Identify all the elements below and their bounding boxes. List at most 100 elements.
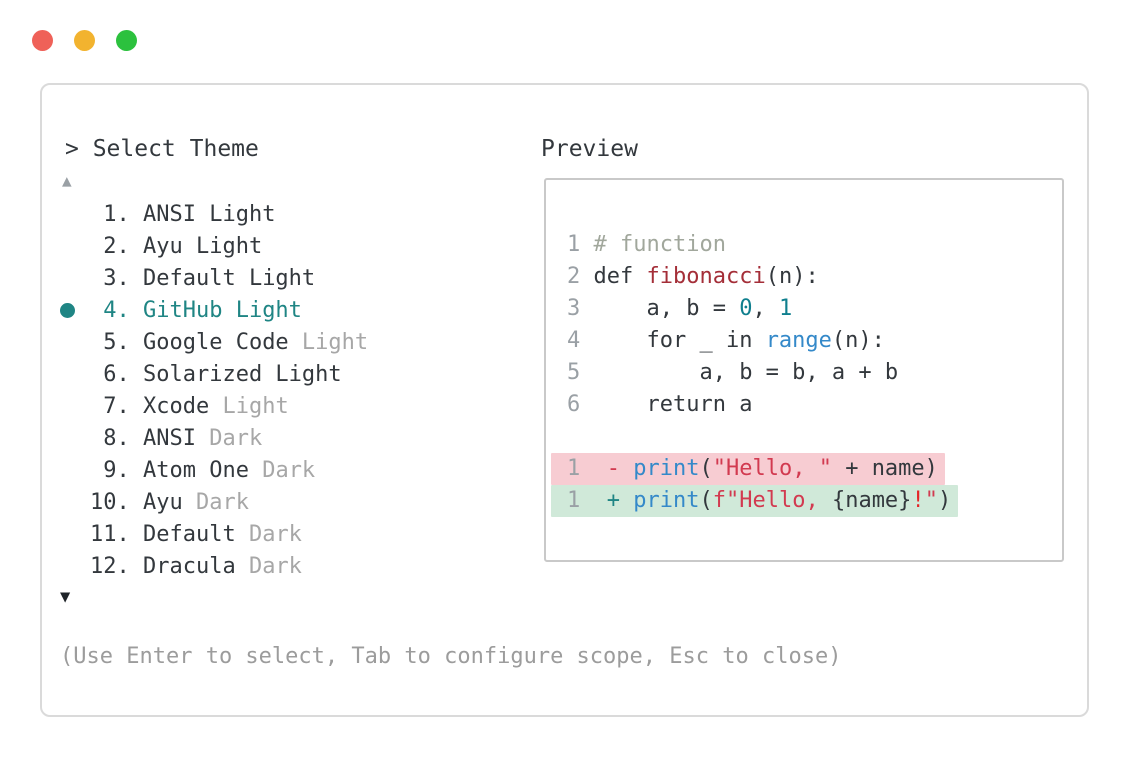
code-line-6: 6 return a [567, 389, 1062, 421]
theme-item-github-light[interactable]: 4. GitHub Light [60, 294, 368, 326]
bullet-cell [60, 390, 90, 422]
theme-item-number: 8. [90, 425, 143, 451]
diff-removed-highlight: 1 - print("Hello, " + name) [551, 453, 945, 485]
code-token-str: "Hello, " [712, 456, 832, 481]
diff-added-highlight: 1 + print(f"Hello, {name}!") [551, 485, 959, 517]
code-token-txt: + name) [831, 456, 938, 481]
code-token-fn: fibonacci [646, 264, 766, 289]
scroll-down-icon[interactable]: ▼ [60, 587, 71, 607]
code-token-plus: + [593, 488, 634, 513]
theme-item-variant-label: Dark [195, 425, 263, 451]
theme-item-default-light[interactable]: 3. Default Light [60, 262, 368, 294]
zoom-button[interactable] [116, 30, 137, 51]
code-token-txt: (n): [765, 264, 819, 289]
theme-item-variant-label: Dark [248, 457, 316, 483]
theme-item-ayu-light[interactable]: 2. Ayu Light [60, 230, 368, 262]
theme-picker-panel: > Select Theme Preview ▲ 1. ANSI Light 2… [40, 83, 1089, 717]
code-token-txt: ( [699, 456, 713, 481]
code-token-txt: , [752, 296, 779, 321]
select-theme-prompt: > Select Theme [65, 136, 259, 162]
theme-item-number: 6. [90, 361, 143, 387]
code-token-txt: for _ in [593, 328, 766, 353]
code-token-str: f"Hello, [712, 488, 832, 513]
theme-item-number: 7. [90, 393, 143, 419]
bullet-cell [60, 550, 90, 582]
code-token-txt: ( [699, 488, 713, 513]
code-token-txt: a, b = [593, 296, 740, 321]
theme-item-dracula[interactable]: 12. Dracula Dark [60, 550, 368, 582]
code-token-txt: {name} [831, 488, 912, 513]
code-token-txt: return a [593, 392, 753, 417]
theme-item-number: 4. [90, 297, 143, 323]
minimize-button[interactable] [74, 30, 95, 51]
bullet-cell [60, 326, 90, 358]
theme-item-number: 11. [90, 521, 143, 547]
bullet-cell [60, 230, 90, 262]
theme-item-number: 1. [90, 201, 143, 227]
bullet-cell [60, 486, 90, 518]
theme-item-default[interactable]: 11. Default Dark [60, 518, 368, 550]
line-number: 4 [567, 328, 594, 353]
code-line-5: 5 a, b = b, a + b [567, 357, 1062, 389]
theme-item-label: Default [142, 521, 236, 547]
theme-item-variant-label: Light [209, 393, 289, 419]
window-traffic-lights [32, 30, 137, 51]
diff-added-line: 1 + print(f"Hello, {name}!") [551, 485, 1062, 517]
line-number: 6 [567, 392, 594, 417]
code-token-num: 0 [739, 296, 753, 321]
diff-removed-line: 1 - print("Hello, " + name) [551, 453, 1062, 485]
line-number: 2 [567, 264, 594, 289]
code-token-txt: a, b = b, a + b [593, 360, 899, 385]
preview-title: Preview [541, 136, 638, 162]
theme-item-label: ANSI Light [142, 201, 276, 227]
theme-item-ansi-light[interactable]: 1. ANSI Light [60, 198, 368, 230]
theme-item-number: 9. [90, 457, 143, 483]
code-token-blue: print [633, 456, 700, 481]
theme-item-number: 5. [90, 329, 143, 355]
theme-item-label: ANSI [142, 425, 196, 451]
theme-item-label: Google Code [142, 329, 289, 355]
theme-item-number: 12. [90, 553, 143, 579]
theme-item-variant-label: Dark [182, 489, 249, 515]
bullet-cell [60, 198, 90, 230]
code-token-str: " [924, 488, 938, 513]
theme-item-variant-label: Light [288, 329, 369, 355]
theme-item-atom-one[interactable]: 9. Atom One Dark [60, 454, 368, 486]
bullet-cell [60, 262, 90, 294]
line-number: 5 [567, 360, 594, 385]
theme-item-variant-label: Dark [235, 521, 302, 547]
code-token-txt: (n): [831, 328, 885, 353]
code-token-blue: range [765, 328, 832, 353]
bullet-cell [60, 294, 90, 326]
code-line-4: 4 for _ in range(n): [567, 325, 1062, 357]
theme-item-label: Xcode [142, 393, 210, 419]
line-number: 1 [567, 232, 594, 257]
scroll-up-icon[interactable]: ▲ [62, 171, 72, 190]
code-token-num: 1 [778, 296, 793, 321]
code-line-3: 3 a, b = 0, 1 [567, 293, 1062, 325]
code-line-1: 1 # function [567, 229, 1062, 261]
bullet-cell [60, 454, 90, 486]
theme-item-xcode[interactable]: 7. Xcode Light [60, 390, 368, 422]
code-line-2: 2 def fibonacci(n): [567, 261, 1062, 293]
code-token-bang: ! [911, 488, 925, 513]
theme-item-number: 10. [90, 489, 143, 515]
code-token-str: - [593, 456, 634, 481]
close-button[interactable] [32, 30, 53, 51]
theme-item-label: GitHub Light [142, 297, 302, 323]
line-number: 1 [567, 488, 594, 513]
theme-item-ansi[interactable]: 8. ANSI Dark [60, 422, 368, 454]
bullet-cell [60, 422, 90, 454]
theme-item-number: 3. [90, 265, 143, 291]
keyboard-hint: (Use Enter to select, Tab to configure s… [60, 644, 842, 669]
line-number: 1 [567, 456, 594, 481]
code-token-blue: print [633, 488, 700, 513]
theme-item-number: 2. [90, 233, 143, 259]
theme-item-solarized-light[interactable]: 6. Solarized Light [60, 358, 368, 390]
theme-item-label: Solarized Light [142, 361, 342, 387]
code-token-txt: def [593, 264, 647, 289]
theme-item-ayu[interactable]: 10. Ayu Dark [60, 486, 368, 518]
theme-item-google-code[interactable]: 5. Google Code Light [60, 326, 368, 358]
